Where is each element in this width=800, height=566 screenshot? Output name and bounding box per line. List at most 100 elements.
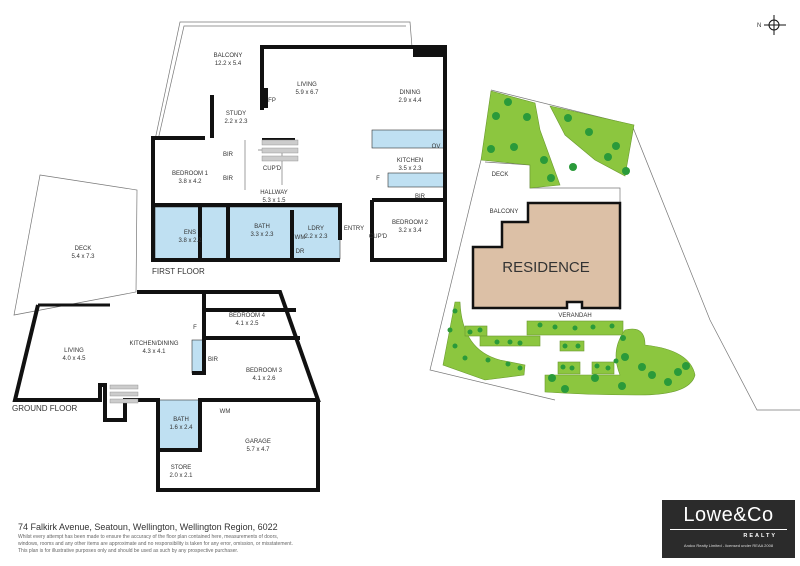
tree-icon: [494, 339, 500, 345]
first-floor-label: FIRST FLOOR: [152, 267, 205, 276]
entry-tag: ENTRY: [344, 226, 364, 232]
footer: 74 Falkirk Avenue, Seatoun, Wellington, …: [18, 522, 293, 555]
tree-icon: [517, 365, 523, 371]
tree-icon: [507, 339, 513, 345]
room-name: HALLWAY: [260, 190, 288, 196]
oven-tag: OV: [432, 144, 441, 150]
tree-icon: [575, 343, 581, 349]
tree-icon: [648, 371, 656, 379]
tree-icon: [591, 374, 599, 382]
first-floor-plan: [151, 21, 447, 262]
ground-floor-labels: DECK 5.4 x 7.3 LIVING 4.0 x 4.5 KITCHEN/…: [12, 246, 283, 479]
bir-tag: BIR: [223, 152, 234, 158]
tree-icon: [613, 358, 619, 364]
washing-machine-tag: WM: [295, 235, 306, 241]
room-name: BEDROOM 4: [229, 313, 266, 319]
cupboard-tag: CUP'D: [263, 166, 282, 172]
site-plan: RESIDENCE DECK BALCONY VERANDAH: [429, 89, 800, 411]
dryer-tag: DR: [296, 249, 305, 255]
tree-icon: [561, 385, 569, 393]
wet-area: [154, 206, 341, 260]
room-dims: 2.2 x 2.3: [224, 119, 248, 125]
tree-icon: [609, 323, 615, 329]
fridge-tag: F: [376, 176, 380, 182]
tree-icon: [621, 353, 629, 361]
logo-license: Andco Realty Limited - licensed under RE…: [683, 543, 774, 548]
tree-icon: [638, 363, 646, 371]
tree-icon: [569, 163, 577, 171]
room-dims: 2.9 x 4.4: [398, 98, 422, 104]
property-address: 74 Falkirk Avenue, Seatoun, Wellington, …: [18, 522, 278, 532]
room-dims: 4.1 x 2.5: [235, 321, 259, 327]
fireplace-tag: FP: [268, 98, 276, 104]
compass-icon: N: [757, 15, 786, 35]
tree-icon: [664, 378, 672, 386]
tree-icon: [447, 327, 453, 333]
tree-icon: [523, 113, 531, 121]
tree-icon: [477, 327, 483, 333]
tree-icon: [605, 365, 611, 371]
tree-icon: [510, 143, 518, 151]
ground-floor-label: GROUND FLOOR: [12, 404, 78, 413]
room-name: STUDY: [226, 111, 246, 117]
tree-icon: [682, 362, 690, 370]
balcony-outline: [154, 21, 413, 141]
room-dims: 2.2 x 2.3: [304, 234, 328, 240]
tree-icon: [569, 365, 575, 371]
tree-icon: [487, 145, 495, 153]
compass-north-label: N: [757, 23, 761, 29]
disclaimer-line: This plan is for illustrative purposes o…: [18, 548, 239, 554]
bir-tag: BIR: [208, 357, 219, 363]
room-dims: 5.9 x 6.7: [295, 90, 319, 96]
disclaimer-line: Whilst every attempt has been made to en…: [18, 534, 279, 540]
room-dims: 3.8 x 4.2: [178, 179, 202, 185]
residence-label: RESIDENCE: [502, 259, 590, 276]
bir-tag: BIR: [415, 194, 426, 200]
tree-icon: [604, 153, 612, 161]
tree-icon: [492, 112, 500, 120]
room-dims: 12.2 x 5.4: [215, 61, 242, 67]
room-dims: 3.3 x 2.3: [250, 232, 274, 238]
tree-icon: [590, 324, 596, 330]
washing-machine-tag: WM: [220, 409, 231, 415]
tree-icon: [537, 322, 543, 328]
room-name: LDRY: [308, 226, 324, 232]
tree-icon: [517, 340, 523, 346]
deck-outline: [13, 174, 138, 316]
agency-logo: Lowe&Co REALTY Andco Realty Limited - li…: [662, 500, 795, 558]
room-name: KITCHEN: [397, 158, 423, 164]
room-name: BALCONY: [214, 53, 243, 59]
tree-icon: [504, 98, 512, 106]
tree-icon: [562, 343, 568, 349]
tree-icon: [452, 343, 458, 349]
tree-icon: [505, 361, 511, 367]
room-name: STORE: [171, 465, 192, 471]
site-verandah-label: VERANDAH: [558, 313, 591, 319]
tree-icon: [622, 167, 630, 175]
room-dims: 3.5 x 2.3: [398, 166, 422, 172]
room-name: GARAGE: [245, 439, 271, 445]
room-dims: 2.0 x 2.1: [169, 473, 193, 479]
room-dims: 4.1 x 2.6: [252, 376, 276, 382]
logo-sub: REALTY: [670, 529, 787, 539]
tree-icon: [564, 114, 572, 122]
room-dims: 1.6 x 2.4: [169, 425, 193, 431]
room-name: DECK: [75, 246, 92, 252]
tree-icon: [594, 363, 600, 369]
fridge-tag: F: [193, 325, 197, 331]
tree-icon: [548, 374, 556, 382]
room-name: BATH: [173, 417, 189, 423]
site-balcony-label: BALCONY: [490, 209, 519, 215]
room-dims: 3.2 x 3.4: [398, 228, 422, 234]
disclaimer-line: windows, rooms and any other items are a…: [18, 541, 293, 547]
tree-icon: [552, 324, 558, 330]
first-floor-labels: BALCONY 12.2 x 5.4 LIVING 5.9 x 6.7 DINI…: [152, 53, 440, 276]
tree-icon: [540, 156, 548, 164]
tree-icon: [547, 174, 555, 182]
site-deck-label: DECK: [492, 172, 509, 178]
room-name: LIVING: [297, 82, 317, 88]
tree-icon: [467, 329, 473, 335]
tree-icon: [485, 357, 491, 363]
tree-icon: [585, 128, 593, 136]
